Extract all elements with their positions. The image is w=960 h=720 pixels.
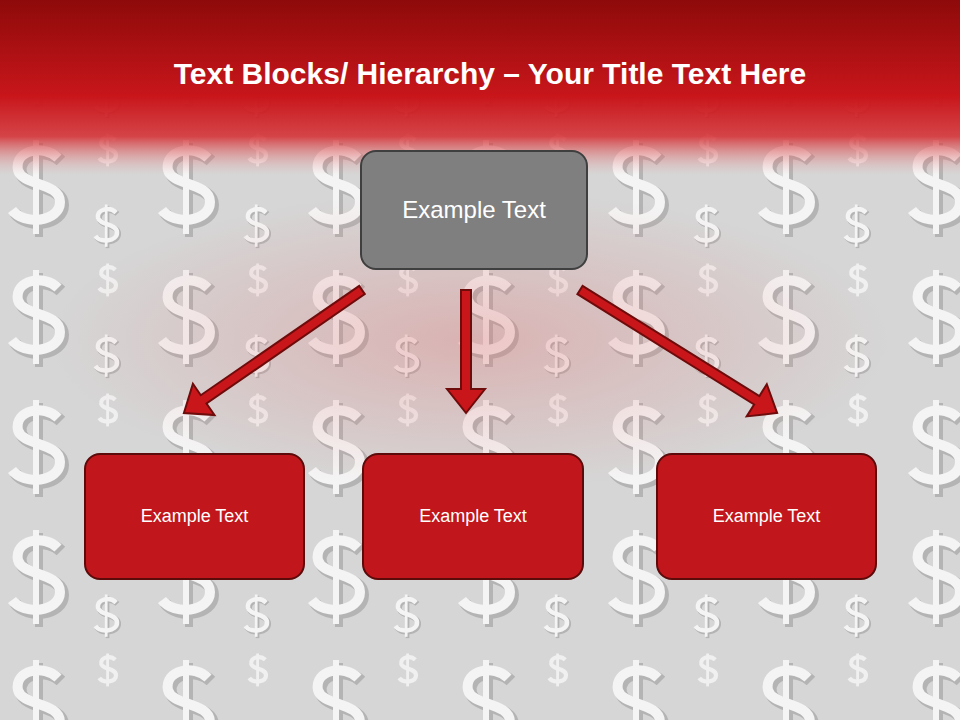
box-text: Example Text — [419, 506, 527, 528]
child-box: Example Text — [362, 453, 584, 580]
child-box: Example Text — [656, 453, 877, 580]
root-box: Example Text — [360, 150, 588, 270]
arrow-shape — [577, 286, 777, 417]
slide-title: Text Blocks/ Hierarchy – Your Title Text… — [100, 56, 880, 92]
hierarchy-arrow — [184, 286, 365, 415]
hierarchy-arrow — [577, 286, 777, 417]
box-text: Example Text — [402, 196, 546, 225]
box-text: Example Text — [141, 506, 249, 528]
arrow-shape — [184, 286, 365, 415]
header-band — [0, 0, 960, 175]
arrow-shape — [447, 290, 485, 413]
hierarchy-arrow — [447, 290, 485, 413]
box-text: Example Text — [713, 506, 821, 528]
child-box: Example Text — [84, 453, 305, 580]
